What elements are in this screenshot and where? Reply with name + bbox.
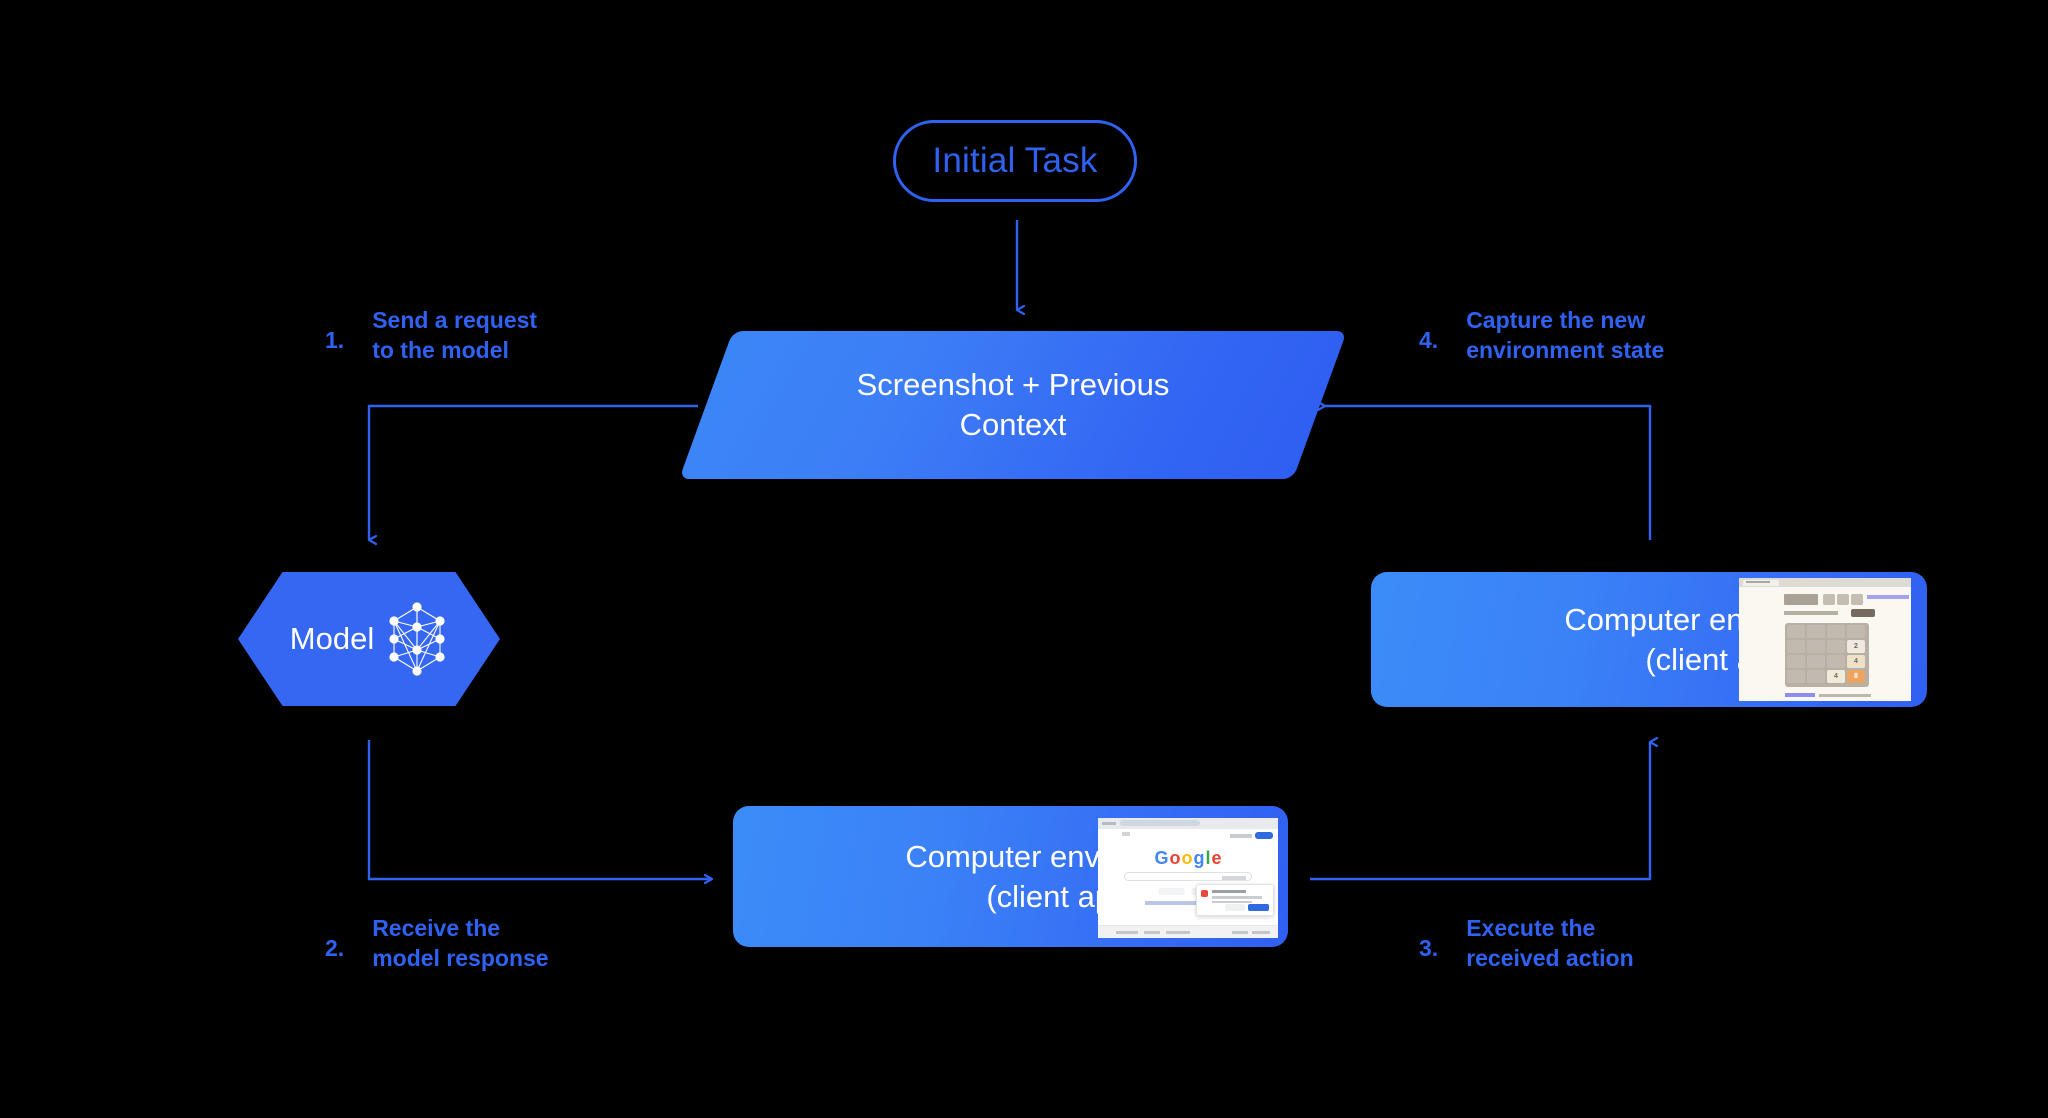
dialog-cancel-button[interactable] (1225, 904, 1245, 911)
google-footer (1098, 925, 1278, 938)
footer-link[interactable] (1785, 693, 1815, 697)
dialog-body-line-1 (1212, 896, 1262, 899)
extra-score-box (1851, 594, 1863, 605)
best-score-box (1837, 594, 1849, 605)
sign-in-button[interactable] (1255, 832, 1273, 839)
game-tile: 4 (1827, 670, 1845, 683)
google-topright-links[interactable] (1230, 834, 1252, 838)
step-label-1: 1. Send a request to the model (325, 305, 537, 365)
browser-dialog[interactable] (1196, 884, 1274, 916)
dialog-icon (1201, 890, 1208, 897)
node-computer-environment-right[interactable]: Computer environment (client app) (1371, 572, 1927, 707)
edge-env-right-to-context (1325, 406, 1652, 540)
initial-task-label: Initial Task (932, 141, 1098, 180)
node-model[interactable]: Model (238, 572, 500, 706)
context-line-2: Context (959, 407, 1067, 442)
browser-titlebar (1739, 578, 1911, 587)
google-language-line[interactable] (1145, 901, 1231, 905)
step-label-4: 4. Capture the new environment state (1419, 305, 1664, 365)
game-tile: 4 (1847, 655, 1865, 668)
screenshot-context-text: Screenshot + Previous Context (706, 331, 1320, 479)
header-links[interactable] (1867, 595, 1909, 599)
step-label-2: 2. Receive the model response (325, 913, 549, 973)
browser-address-bar[interactable] (1120, 820, 1200, 826)
footer-text (1819, 694, 1871, 697)
context-line-1: Screenshot + Previous (856, 367, 1170, 402)
step-2-number: 2. (325, 935, 345, 961)
step-2-text: Receive the model response (372, 915, 549, 971)
edge-model-to-env-bottom (367, 740, 712, 879)
step-3-text: Execute the received action (1466, 915, 1634, 971)
step-1-number: 1. (325, 327, 345, 353)
model-label: Model (289, 621, 375, 656)
step-4-text: Capture the new environment state (1466, 307, 1665, 363)
hexagon-shape (238, 572, 500, 706)
step-label-3: 3. Execute the received action (1419, 913, 1634, 973)
thumbnail-2048-game: 2 4 4 8 (1739, 578, 1911, 701)
search-input-icons[interactable] (1222, 875, 1246, 880)
game-board[interactable]: 2 4 4 8 (1785, 623, 1869, 687)
dialog-body-line-2 (1212, 900, 1252, 903)
neural-network-icon (386, 600, 448, 678)
new-game-button[interactable] (1851, 609, 1875, 617)
step-4-number: 4. (1419, 327, 1439, 353)
dialog-confirm-button[interactable] (1248, 904, 1269, 911)
game-2048-logo (1784, 594, 1818, 605)
score-box (1823, 594, 1835, 605)
step-3-number: 3. (1419, 935, 1439, 961)
node-screenshot-context[interactable]: Screenshot + Previous Context (679, 331, 1347, 479)
game-tile: 2 (1847, 640, 1865, 653)
game-instructions (1784, 611, 1838, 615)
browser-nav-buttons[interactable] (1102, 821, 1116, 825)
browser-tab-title (1746, 581, 1770, 583)
step-1-text: Send a request to the model (372, 307, 538, 363)
google-search-input[interactable] (1124, 872, 1252, 881)
edge-env-bottom-to-env-right (1310, 742, 1650, 881)
google-search-button[interactable] (1158, 888, 1185, 895)
dialog-title (1212, 890, 1246, 893)
page-icon (1122, 832, 1130, 836)
edge-context-to-model (367, 404, 698, 540)
game-tile: 8 (1847, 670, 1865, 683)
node-initial-task[interactable]: Initial Task (893, 120, 1137, 202)
